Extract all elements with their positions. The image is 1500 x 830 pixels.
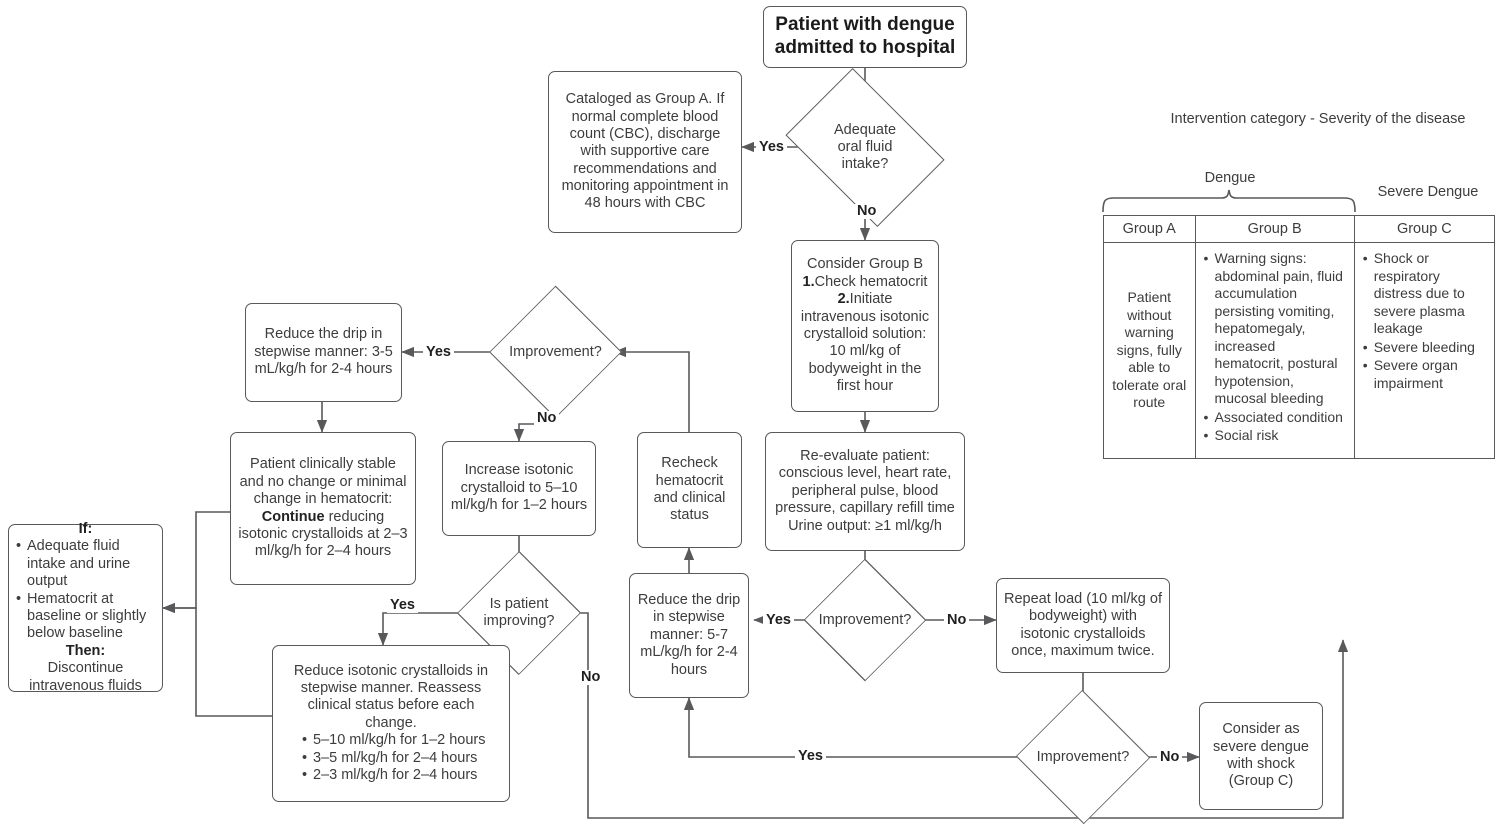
- list-item: Adequate fluid intake and urine output: [16, 538, 155, 590]
- table-title: Intervention category - Severity of the …: [1152, 110, 1484, 128]
- bracket-label-dengue-text: Dengue: [1204, 170, 1256, 186]
- label-severe-dengue-text: Severe Dengue: [1377, 184, 1479, 200]
- node-reduce-drip-5-7-label: Reduce the drip in stepwise manner: 5-7 …: [637, 592, 741, 678]
- edge-label-no-oral: No: [854, 204, 880, 219]
- then-action: Discontinue intravenous fluids: [29, 660, 142, 694]
- edge-label-yes-is-improving: Yes: [387, 598, 418, 613]
- list-item: 2–3 ml/kg/h for 2–4 hours: [302, 767, 502, 785]
- decision-improvement-top-label: Improvement?: [509, 343, 602, 360]
- table-column-group-c: Group C Shock or respiratory distress du…: [1354, 216, 1494, 458]
- gb-line2: Check hematocrit: [814, 273, 928, 290]
- list-item: Shock or respiratory distress due to sev…: [1363, 250, 1488, 338]
- table-cell-group-a: Patient without warning signs, fully abl…: [1112, 289, 1187, 411]
- reduce-iso-bullets: 5–10 ml/kg/h for 1–2 hours 3–5 ml/kg/h f…: [280, 732, 502, 785]
- edge-label-no-improvement-top: No: [534, 411, 560, 426]
- node-patient-clinically-stable[interactable]: Patient clinically stable and no change …: [230, 432, 416, 585]
- decision-improvement-bottom[interactable]: Improvement?: [1015, 689, 1151, 825]
- edge-label-no-is-improving: No: [578, 670, 604, 685]
- stable-post: reducing isotonic crystalloids at 2–3 ml…: [238, 508, 408, 560]
- decision-improvement-middle[interactable]: Improvement?: [803, 558, 927, 682]
- node-recheck-hematocrit[interactable]: Recheck hematocrit and clinical status: [637, 432, 742, 548]
- decision-improvement-middle-label: Improvement?: [818, 611, 912, 628]
- list-item: 5–10 ml/kg/h for 1–2 hours: [302, 732, 502, 750]
- curly-brace-dengue: [1102, 189, 1356, 213]
- node-increase-isotonic[interactable]: Increase isotonic crystalloid to 5–10 ml…: [442, 441, 596, 536]
- list-item: 3–5 ml/kg/h for 2–4 hours: [302, 750, 502, 768]
- table-header-group-a: Group A: [1104, 216, 1195, 243]
- edge-label-no-improvement-mid: No: [944, 613, 970, 628]
- list-item: Warning signs: abdominal pain, fluid acc…: [1204, 250, 1348, 408]
- node-reduce-isotonic-stepwise[interactable]: Reduce isotonic crystalloids in stepwise…: [272, 645, 510, 802]
- gb-line1: Consider Group B: [806, 256, 924, 273]
- if-then-bullets: Adequate fluid intake and urine output H…: [16, 538, 155, 642]
- gb-line3: Initiate: [849, 291, 893, 308]
- group-b-list: Warning signs: abdominal pain, fluid acc…: [1202, 250, 1348, 445]
- table-title-text: Intervention category - Severity of the …: [1170, 111, 1466, 127]
- node-reduce-drip-3-5[interactable]: Reduce the drip in stepwise manner: 3-5 …: [245, 303, 402, 402]
- reduce-iso-head: Reduce isotonic crystalloids in stepwise…: [293, 662, 489, 731]
- table-header-group-b: Group B: [1195, 216, 1354, 243]
- list-item: Severe bleeding: [1363, 339, 1488, 357]
- group-c-list: Shock or respiratory distress due to sev…: [1361, 250, 1488, 392]
- list-item: Social risk: [1204, 427, 1348, 445]
- reeval-line2: conscious level, heart rate, peripheral …: [775, 465, 955, 517]
- table-cell-group-b: Warning signs: abdominal pain, fluid acc…: [1196, 243, 1354, 458]
- node-reevaluate-patient[interactable]: Re-evaluate patient: conscious level, he…: [765, 432, 965, 551]
- reeval-line1: Re-evaluate patient:: [800, 448, 930, 465]
- severity-table: Group A Patient without warning signs, f…: [1103, 215, 1495, 459]
- node-start[interactable]: Patient with dengue admitted to hospital: [763, 6, 967, 68]
- node-reduce-drip-3-5-label: Reduce the drip in stepwise manner: 3-5 …: [254, 326, 393, 378]
- table-column-group-b: Group B Warning signs: abdominal pain, f…: [1195, 216, 1355, 458]
- label-severe-dengue: Severe Dengue: [1358, 183, 1498, 201]
- node-if-then-discontinue[interactable]: If: Adequate fluid intake and urine outp…: [8, 521, 163, 694]
- table-header-group-c: Group C: [1354, 216, 1494, 243]
- list-item: Associated condition: [1204, 409, 1348, 427]
- node-increase-isotonic-label: Increase isotonic crystalloid to 5–10 ml…: [450, 462, 588, 514]
- edge-label-yes-improvement-bottom: Yes: [795, 749, 826, 764]
- node-severe-dengue-shock-label: Consider as severe dengue with shock (Gr…: [1213, 721, 1309, 790]
- list-item: Severe organ impairment: [1363, 357, 1488, 392]
- node-repeat-load[interactable]: Repeat load (10 ml/kg of bodyweight) wit…: [996, 578, 1170, 673]
- then-label: Then:: [65, 642, 106, 659]
- if-label: If:: [78, 521, 93, 538]
- node-consider-group-b[interactable]: Consider Group B 1.Check hematocrit 2.In…: [791, 240, 939, 412]
- node-group-a[interactable]: Cataloged as Group A. If normal complete…: [548, 71, 742, 233]
- gb-num2: 2.: [837, 291, 850, 308]
- edge-label-no-improvement-bottom: No: [1157, 750, 1183, 765]
- table-column-group-a: Group A Patient without warning signs, f…: [1104, 216, 1196, 458]
- decision-improvement-bottom-label: Improvement?: [1036, 748, 1130, 765]
- node-group-a-label: Cataloged as Group A. If normal complete…: [561, 91, 729, 212]
- table-cell-group-c: Shock or respiratory distress due to sev…: [1355, 243, 1494, 458]
- gb-num1: 1.: [802, 273, 815, 290]
- gb-rest: intravenous isotonic crystalloid solutio…: [800, 308, 930, 395]
- stable-bold: Continue: [261, 508, 325, 525]
- bracket-label-dengue: Dengue: [1165, 169, 1295, 187]
- decision-improvement-top[interactable]: Improvement?: [489, 285, 622, 419]
- list-item: Hematocrit at baseline or slightly below…: [16, 591, 155, 643]
- node-reduce-drip-5-7[interactable]: Reduce the drip in stepwise manner: 5-7 …: [629, 573, 749, 698]
- stable-pre: Patient clinically stable and no change …: [239, 456, 407, 508]
- edge-label-yes-improvement-top: Yes: [423, 345, 454, 360]
- node-repeat-load-label: Repeat load (10 ml/kg of bodyweight) wit…: [1004, 590, 1162, 659]
- node-start-label: Patient with dengue admitted to hospital: [774, 14, 956, 58]
- node-recheck-hematocrit-label: Recheck hematocrit and clinical status: [653, 455, 726, 524]
- reeval-line3: Urine output: ≥1 ml/kg/h: [788, 517, 942, 534]
- node-consider-group-b-label: Consider Group B 1.Check hematocrit 2.In…: [799, 256, 931, 395]
- node-severe-dengue-shock[interactable]: Consider as severe dengue with shock (Gr…: [1199, 702, 1323, 810]
- edge-label-yes-improvement-mid: Yes: [763, 613, 794, 628]
- edge-label-yes-oral: Yes: [756, 140, 787, 155]
